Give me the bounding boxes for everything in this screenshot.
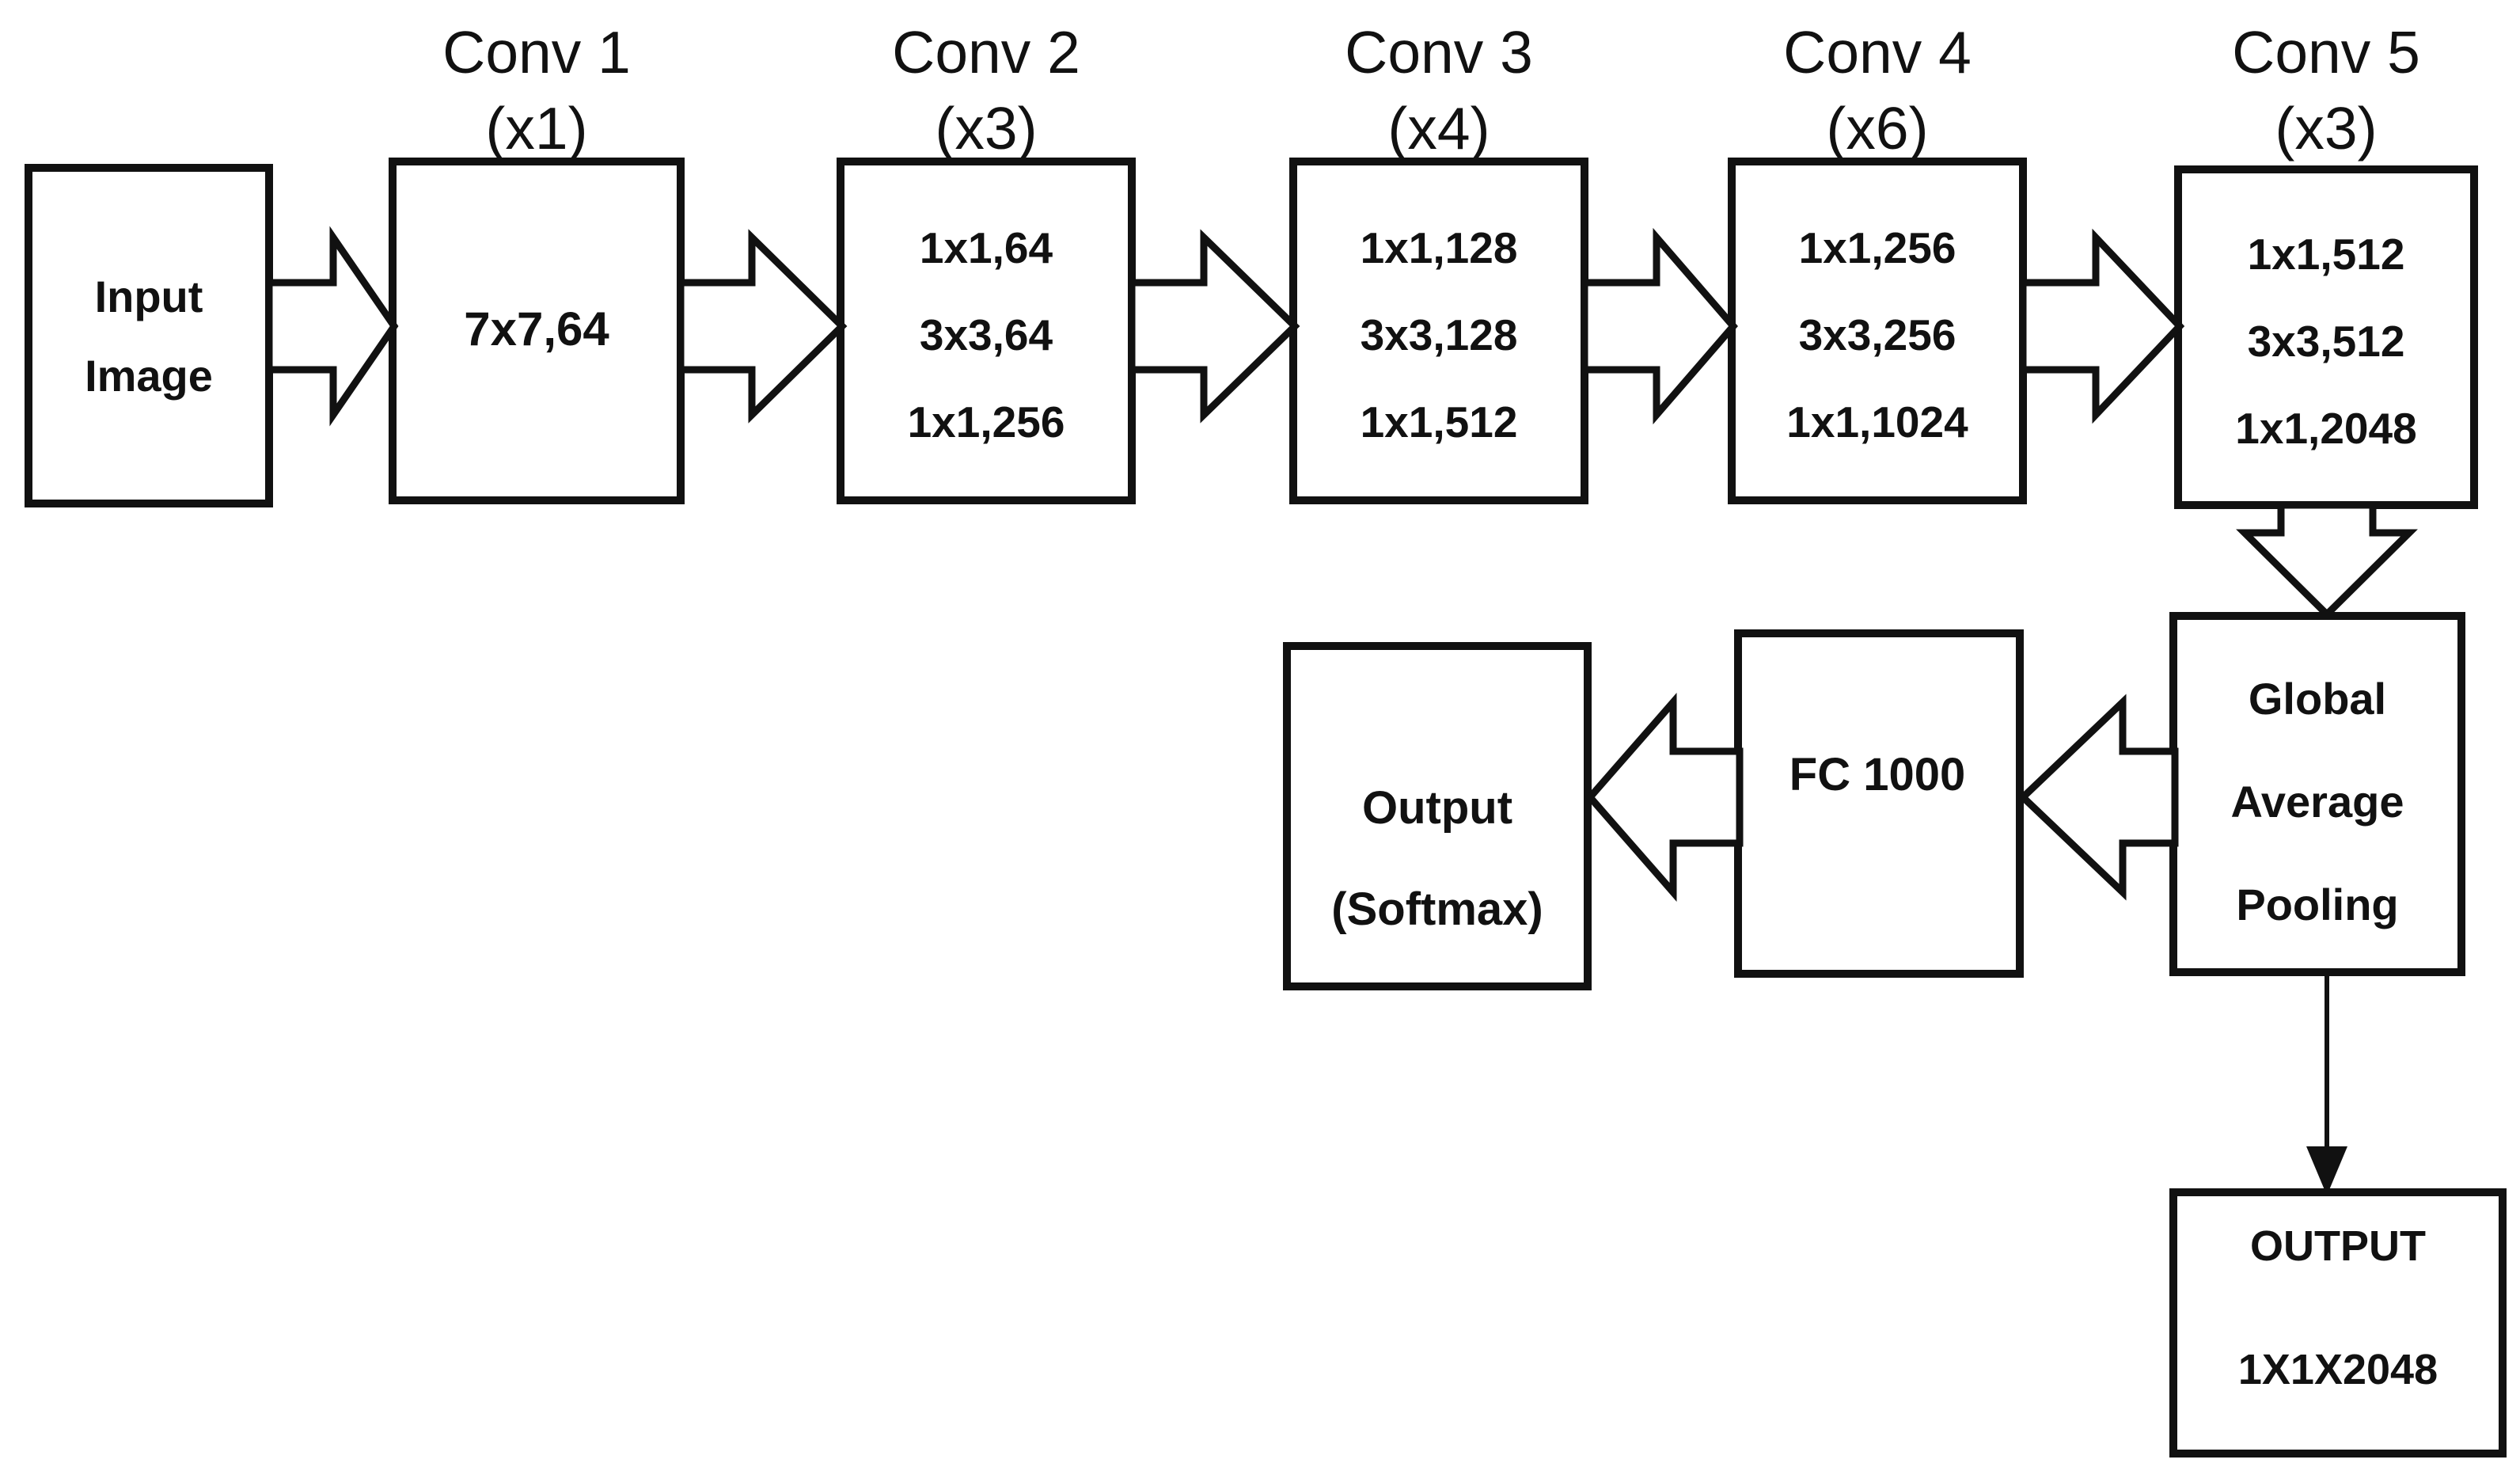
stage-header-conv5: Conv 5 (x3) (2232, 19, 2420, 162)
conv3-layer-2: 1x1,512 (1361, 397, 1518, 447)
fc-label: FC 1000 (1789, 749, 1965, 800)
stage-header-conv4: Conv 4 (x6) (1783, 19, 1972, 162)
conv5-title: Conv 5 (2232, 19, 2420, 86)
conv5-layer-2: 1x1,2048 (2235, 404, 2416, 453)
conv2-title: Conv 2 (892, 19, 1080, 86)
conv1-title: Conv 1 (442, 19, 631, 86)
conv3-layer-0: 1x1,128 (1361, 223, 1518, 272)
input-image-rect (25, 164, 273, 507)
arrow-conv3-to-conv4 (1581, 227, 1738, 425)
input-image-box: Input Image (25, 164, 273, 507)
conv1-multiplier: (x1) (485, 95, 587, 162)
conv4-title: Conv 4 (1783, 19, 1972, 86)
conv3-box: 1x1,128 3x3,128 1x1,512 (1289, 158, 1588, 504)
stage-header-conv1: Conv 1 (x1) (442, 19, 631, 162)
conv1-box: 7x7,64 (389, 158, 685, 504)
conv4-layer-1: 3x3,256 (1799, 310, 1956, 359)
fc-box: FC 1000 (1734, 629, 2024, 978)
gap-rect (2169, 612, 2465, 976)
conv3-multiplier: (x4) (1387, 95, 1490, 162)
final-output-box: OUTPUT 1X1X2048 (2169, 1188, 2507, 1457)
arrow-gap-to-output (2306, 975, 2347, 1195)
conv4-box: 1x1,256 3x3,256 1x1,1024 (1728, 158, 2027, 504)
arrow-conv1-to-conv2 (677, 229, 848, 424)
softmax-line2: (Softmax) (1331, 884, 1543, 935)
arrow-conv4-to-conv5 (2019, 228, 2185, 424)
softmax-line1: Output (1362, 782, 1512, 834)
stage-header-conv3: Conv 3 (x4) (1345, 19, 1533, 162)
conv2-multiplier: (x3) (935, 95, 1037, 162)
final-output-line1: OUTPUT (2250, 1222, 2426, 1270)
arrow-fc-to-softmax (1585, 693, 1744, 902)
arrow-input-to-conv1 (265, 226, 399, 427)
stage-header-conv2: Conv 2 (x3) (892, 19, 1080, 162)
softmax-output-box: Output (Softmax) (1283, 642, 1592, 990)
conv3-rect (1289, 158, 1588, 504)
gap-line1: Global (2249, 674, 2386, 724)
conv4-layer-2: 1x1,1024 (1786, 397, 1968, 447)
final-output-line2: 1X1X2048 (2238, 1346, 2438, 1393)
final-output-rect (2169, 1188, 2507, 1457)
conv2-rect (837, 158, 1136, 504)
input-label-line2: Image (85, 351, 213, 401)
arrow-gap-to-fc (2017, 694, 2179, 901)
arrow-conv2-to-conv3 (1128, 229, 1300, 424)
conv5-layer-0: 1x1,512 (2248, 230, 2405, 279)
conv3-layer-1: 3x3,128 (1361, 310, 1518, 359)
softmax-rect (1283, 642, 1592, 990)
conv1-layer-0: 7x7,64 (464, 302, 609, 355)
conv2-layer-1: 3x3,64 (920, 310, 1053, 359)
conv5-layer-1: 3x3,512 (2248, 317, 2405, 366)
conv2-layer-2: 1x1,256 (908, 397, 1065, 447)
conv2-box: 1x1,64 3x3,64 1x1,256 (837, 158, 1136, 504)
conv5-multiplier: (x3) (2275, 95, 2377, 162)
input-label-line1: Input (95, 272, 203, 321)
global-average-pooling-box: Global Average Pooling (2169, 612, 2465, 976)
conv4-multiplier: (x6) (1826, 95, 1928, 162)
fc-rect (1734, 629, 2024, 978)
conv4-layer-0: 1x1,256 (1799, 223, 1956, 272)
arrow-conv5-to-gap (2236, 501, 2418, 620)
gap-output-arrowhead (2306, 1146, 2347, 1195)
gap-line2: Average (2231, 777, 2404, 827)
conv3-title: Conv 3 (1345, 19, 1533, 86)
conv5-box: 1x1,512 3x3,512 1x1,2048 (2174, 165, 2478, 509)
gap-line3: Pooling (2236, 880, 2398, 929)
conv2-layer-0: 1x1,64 (920, 223, 1053, 272)
